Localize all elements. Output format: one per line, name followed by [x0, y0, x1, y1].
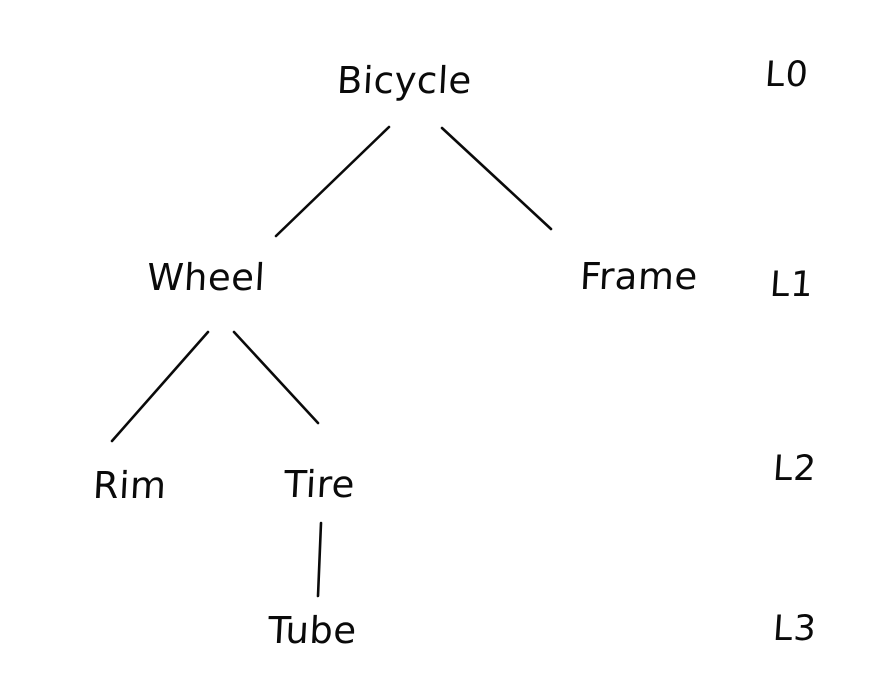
level-label-l3: L3	[771, 609, 819, 649]
node-tube[interactable]: Tube	[266, 609, 358, 652]
level-label-l2: L2	[771, 449, 819, 489]
node-wheel[interactable]: Wheel	[145, 256, 267, 299]
edge-bicycle-frame	[440, 126, 553, 231]
node-frame[interactable]: Frame	[578, 255, 699, 298]
edge-bicycle-wheel	[274, 125, 391, 238]
edge-tire-tube	[316, 521, 323, 598]
node-bicycle[interactable]: Bicycle	[335, 59, 473, 102]
level-label-l0: L0	[763, 55, 811, 95]
node-tire[interactable]: Tire	[282, 463, 357, 506]
edge-wheel-rim	[110, 330, 210, 443]
level-label-l1: L1	[768, 265, 816, 305]
node-rim[interactable]: Rim	[91, 464, 168, 507]
edge-wheel-tire	[232, 330, 320, 425]
